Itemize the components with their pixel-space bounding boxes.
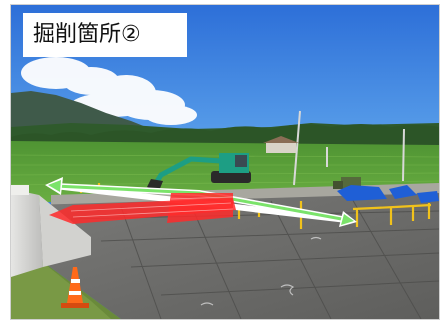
- mountains: [11, 91, 161, 135]
- excavator: [147, 153, 251, 191]
- traffic-cone: [61, 267, 89, 308]
- site-scene: [11, 5, 439, 319]
- location-caption: 掘削箇所②: [23, 13, 187, 57]
- distant-house: [266, 143, 296, 153]
- utility-poles: [293, 110, 405, 186]
- excavation-arrow: [49, 193, 236, 224]
- concrete-wall: [11, 189, 43, 277]
- steel-plates: [31, 193, 439, 319]
- site-photo: 掘削箇所②: [10, 4, 440, 320]
- plate-markings: [200, 236, 322, 306]
- blue-tarps: [337, 185, 439, 203]
